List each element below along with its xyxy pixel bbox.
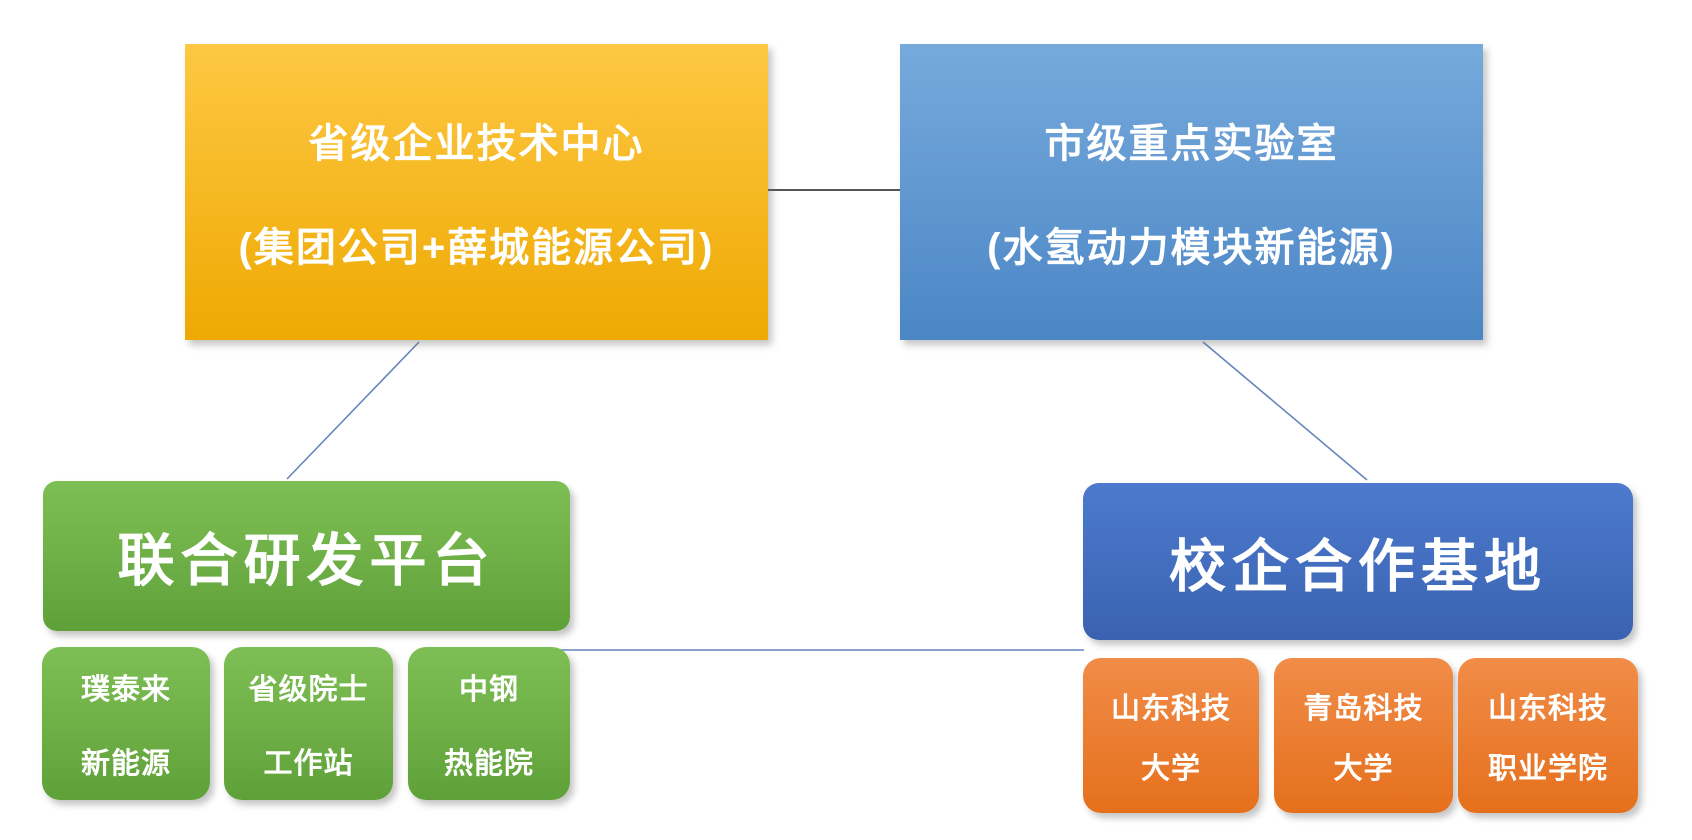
rd-member-sinosteel-node: 中钢 热能院 xyxy=(408,647,570,800)
joint-rd-platform-label: 联合研发平台 xyxy=(117,529,496,593)
base-member-qust-line2: 大学 xyxy=(1333,752,1394,785)
school-enterprise-base-node: 校企合作基地 xyxy=(1083,483,1633,640)
rd-member-sinosteel-line1: 中钢 xyxy=(458,673,519,706)
rd-member-academician-station-node: 省级院士 工作站 xyxy=(224,647,393,800)
rd-member-putailai-line1: 璞泰来 xyxy=(80,673,171,706)
provincial-tech-center-node: 省级企业技术中心 (集团公司+薛城能源公司) xyxy=(185,44,768,340)
connector-lab-base-line xyxy=(1202,341,1368,481)
base-member-sd-vocational-line1: 山东科技 xyxy=(1487,692,1608,725)
joint-rd-platform-node: 联合研发平台 xyxy=(43,481,570,631)
base-member-sd-vocational-line2: 职业学院 xyxy=(1487,752,1608,785)
rd-member-academician-line2: 工作站 xyxy=(263,747,354,780)
rd-member-putailai-line2: 新能源 xyxy=(80,747,171,780)
municipal-key-lab-title: 市级重点实验室 xyxy=(1044,122,1339,166)
connector-center-platform-line xyxy=(286,341,420,480)
provincial-tech-center-subtitle: (集团公司+薛城能源公司) xyxy=(238,226,715,270)
rd-member-putailai-node: 璞泰来 新能源 xyxy=(42,647,210,800)
rd-member-sinosteel-line2: 热能院 xyxy=(443,747,534,780)
base-member-sdust-line1: 山东科技 xyxy=(1110,692,1231,725)
rd-member-academician-line1: 省级院士 xyxy=(248,673,369,706)
provincial-tech-center-title: 省级企业技术中心 xyxy=(308,122,645,166)
base-member-sdust-line2: 大学 xyxy=(1140,752,1201,785)
municipal-key-lab-subtitle: (水氢动力模块新能源) xyxy=(987,226,1396,270)
municipal-key-lab-node: 市级重点实验室 (水氢动力模块新能源) xyxy=(900,44,1483,340)
base-member-qust-node: 青岛科技 大学 xyxy=(1274,658,1453,813)
base-member-sdust-node: 山东科技 大学 xyxy=(1083,658,1259,813)
base-member-qust-line1: 青岛科技 xyxy=(1303,692,1424,725)
school-enterprise-base-label: 校企合作基地 xyxy=(1169,534,1547,599)
base-member-sd-vocational-node: 山东科技 职业学院 xyxy=(1458,658,1638,813)
